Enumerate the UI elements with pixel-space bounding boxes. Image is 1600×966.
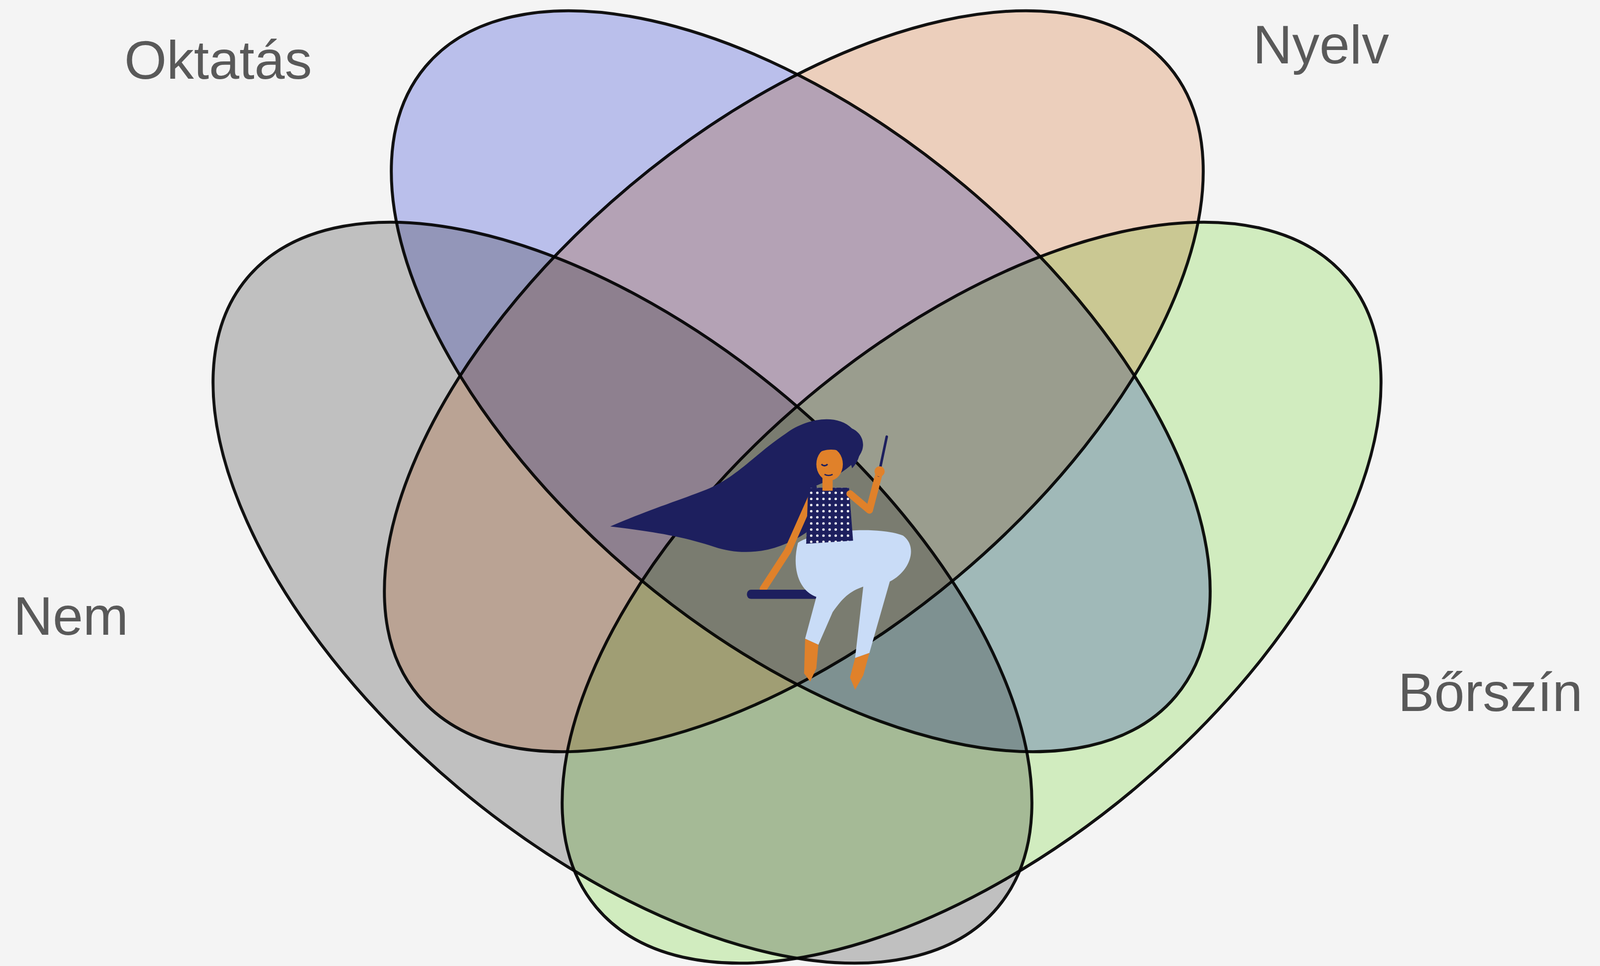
set-label-anchor: Bőrszín [1397,665,1583,720]
set-label-anchor: Nem [13,588,129,644]
set-label: Bőrszín [1397,665,1583,720]
set-label-anchor: Oktatás [124,32,312,88]
set-label-anchor: Nyelv [1252,17,1390,72]
set-label: Nyelv [1252,17,1390,72]
set-outline [432,82,1511,966]
set-ellipse [562,222,1381,964]
set-label: Nem [13,588,129,644]
venn-set: Bőrszín [562,222,1381,964]
set-label: Oktatás [124,32,312,88]
